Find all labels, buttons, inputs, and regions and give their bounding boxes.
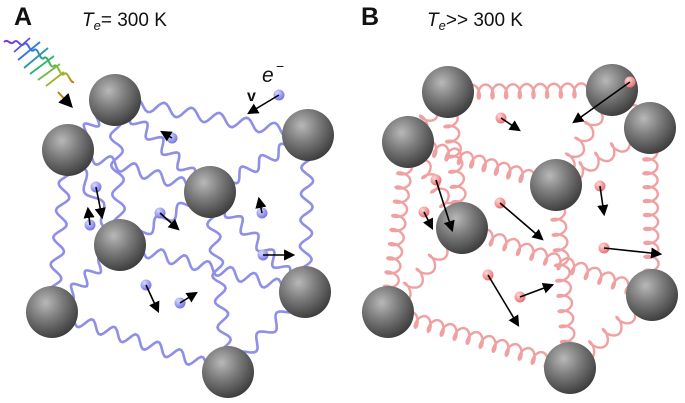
atom: [26, 286, 78, 338]
velocity-arrow: [487, 274, 520, 327]
spring-a: [46, 148, 74, 314]
atom: [279, 266, 331, 318]
spring-b: [547, 187, 578, 373]
panel-b-letter: B: [361, 3, 379, 31]
atom: [89, 74, 141, 126]
panel-b-header: B Te>> 300 K: [361, 3, 523, 33]
velocity-arrow: [159, 212, 180, 231]
velocity-arrow: [255, 196, 267, 214]
panel-b-temp-symbol: T: [427, 10, 440, 31]
velocity-arrow: [83, 206, 95, 226]
panel-b-temp-subscript: e: [439, 18, 446, 33]
velocity-arrow: [519, 282, 555, 298]
electron-symbol: e: [262, 64, 274, 87]
velocity-arrow: [500, 117, 521, 132]
velocity-arrow: [160, 130, 173, 142]
spring-a: [113, 96, 310, 139]
panel-a-temp-symbol: T: [82, 10, 95, 31]
velocity-arrow: [179, 291, 198, 304]
panel-a-letter: A: [14, 3, 32, 31]
spring-a: [203, 190, 235, 374]
atom: [624, 102, 676, 154]
panel-b-temp-relation: >> 300 K: [446, 10, 523, 31]
atom: [422, 66, 474, 118]
velocity-arrow: [572, 81, 631, 124]
velocity-arrow: [422, 211, 434, 231]
atom: [282, 109, 334, 161]
velocity-arrow: [597, 185, 609, 217]
laser-pulse-wave-icon: [3, 37, 75, 109]
atom: [94, 219, 146, 271]
panel-a-temp-subscript: e: [94, 18, 101, 33]
atom: [202, 346, 254, 398]
spring-b: [461, 223, 657, 300]
panel-b-temperature-label: Te>> 300 K: [427, 10, 523, 33]
atom: [362, 286, 414, 338]
velocity-arrow: [247, 94, 280, 115]
electron-label: e − v: [247, 58, 284, 105]
electrons: [83, 76, 663, 327]
spring-b: [387, 306, 575, 374]
electron-charge: −: [276, 58, 284, 74]
panel-a-header: A Te= 300 K: [14, 3, 167, 33]
velocity-arrow: [499, 202, 544, 241]
velocity-label: v: [247, 88, 256, 105]
atom: [544, 342, 596, 394]
atom: [626, 269, 678, 321]
spring-a: [298, 133, 315, 294]
atom: [530, 159, 582, 211]
spring-a: [50, 310, 230, 374]
lattice-atoms: [26, 64, 678, 398]
panel-a-temp-relation: = 300 K: [101, 10, 167, 31]
panel-a-temperature-label: Te= 300 K: [82, 10, 167, 33]
velocity-arrow: [603, 247, 663, 259]
atom: [42, 124, 94, 176]
atom: [586, 64, 638, 116]
velocity-arrow: [145, 284, 160, 314]
velocity-arrow: [435, 179, 455, 233]
spring-a: [118, 242, 307, 295]
velocity-arrow: [94, 186, 106, 220]
atom: [184, 166, 236, 218]
atom: [382, 116, 434, 168]
atom: [436, 202, 488, 254]
